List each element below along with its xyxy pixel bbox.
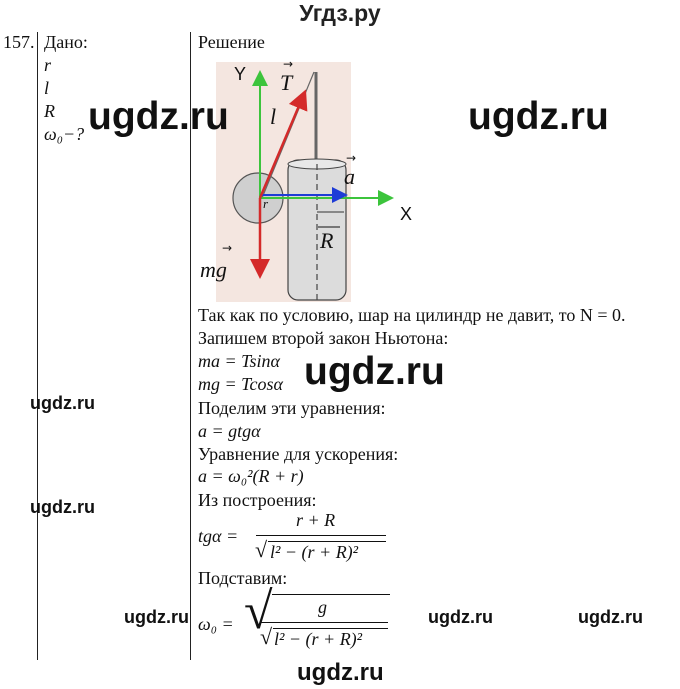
solution-heading: Решение bbox=[198, 32, 265, 52]
equation-6-numerator: g bbox=[318, 597, 327, 617]
equation-6-outer-sqrt-sign: √ bbox=[244, 583, 273, 640]
label-T: T bbox=[280, 70, 294, 95]
watermark: ugdz.ru bbox=[468, 95, 609, 138]
label-mg-arrow: → bbox=[222, 241, 232, 255]
watermark: ugdz.ru bbox=[88, 95, 229, 138]
equation-6-inner-sqrt-sign: √ bbox=[260, 624, 273, 649]
watermark: ugdz.ru bbox=[30, 497, 95, 517]
equation-2: mg = Tcosα bbox=[198, 374, 283, 394]
label-mg: mg bbox=[200, 257, 227, 282]
site-title: Угдз.ру bbox=[299, 0, 381, 26]
tension-vector bbox=[258, 89, 308, 199]
watermark: ugdz.ru bbox=[428, 607, 493, 627]
watermark: ugdz.ru bbox=[30, 393, 95, 413]
equation-5-sqrt-bar bbox=[268, 541, 386, 542]
equation-5-lhs: tgα = bbox=[198, 526, 239, 546]
solution-line-2: Запишем второй закон Ньютона: bbox=[198, 328, 449, 348]
equation-4: a = ω₀²(R + r) bbox=[198, 466, 304, 486]
equation-3: a = gtgα bbox=[198, 421, 261, 441]
watermark: ugdz.ru bbox=[304, 350, 445, 393]
left-border bbox=[37, 32, 38, 660]
label-r: r bbox=[263, 196, 269, 211]
label-R: R bbox=[319, 228, 334, 253]
equation-5-fraction-bar bbox=[256, 535, 386, 536]
label-axis-y: Y bbox=[234, 64, 246, 84]
physics-figure: Y X T → l a → r R mg → bbox=[200, 57, 412, 302]
watermark: ugdz.ru bbox=[124, 607, 189, 627]
solution-line-1: Так как по условию, шар на цилиндр не да… bbox=[198, 305, 626, 325]
equation-6-lhs: ω₀ = bbox=[198, 614, 234, 634]
given-unknown: ω₀−? bbox=[44, 124, 85, 144]
equation-5-denominator: l² − (r + R)² bbox=[270, 542, 359, 562]
label-T-arrow: → bbox=[283, 57, 293, 71]
equation-6-inner-sqrt-bar bbox=[273, 628, 388, 629]
solution-line-5: Из построения: bbox=[198, 490, 317, 510]
given-var-R: R bbox=[44, 101, 55, 121]
watermark: ugdz.ru bbox=[578, 607, 643, 627]
given-label: Дано: bbox=[44, 32, 88, 52]
given-var-r: r bbox=[44, 55, 52, 75]
equation-6-fraction-bar bbox=[260, 622, 388, 623]
equation-1: ma = Tsinα bbox=[198, 351, 280, 371]
equation-5-numerator: r + R bbox=[296, 510, 336, 530]
equation-6-outer-sqrt-bar bbox=[272, 594, 390, 595]
column-divider bbox=[190, 32, 191, 660]
label-a: a bbox=[344, 164, 355, 189]
solution-line-3: Поделим эти уравнения: bbox=[198, 398, 386, 418]
solution-line-4: Уравнение для ускорения: bbox=[198, 444, 399, 464]
problem-number: 157. bbox=[3, 32, 35, 52]
equation-5-sqrt-sign: √ bbox=[255, 537, 268, 562]
solution-line-6: Подставим: bbox=[198, 568, 288, 588]
equation-6-denominator: l² − (r + R)² bbox=[274, 629, 363, 649]
label-l: l bbox=[270, 104, 276, 129]
given-var-l: l bbox=[44, 78, 50, 98]
watermark: ugdz.ru bbox=[297, 659, 384, 686]
label-axis-x: X bbox=[400, 204, 412, 224]
label-a-arrow: → bbox=[346, 151, 356, 165]
